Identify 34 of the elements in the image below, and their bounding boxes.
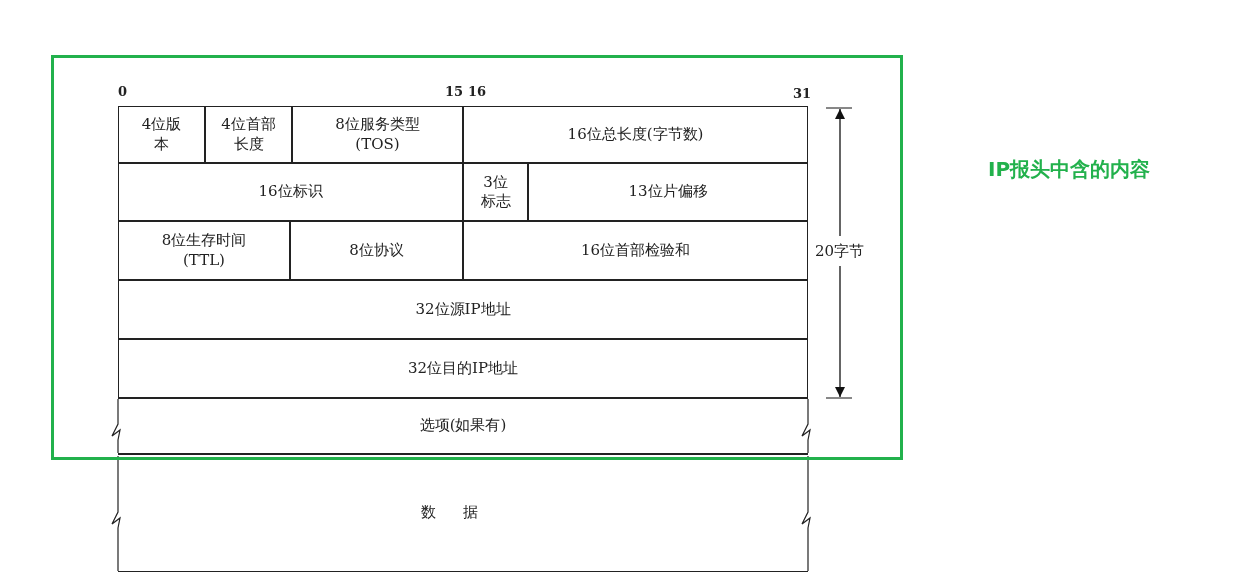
field-label: 8位生存时间(TTL): [160, 231, 248, 270]
field-label: 16位标识: [258, 182, 323, 202]
bit-number: 0: [118, 84, 128, 99]
annotation-text: IP报头中含的内容: [988, 156, 1152, 183]
header-field-cell: [290, 221, 463, 280]
header-field-cell: [118, 221, 290, 280]
field-label: 16位首部检验和: [580, 240, 691, 261]
header-field-cell: [118, 398, 808, 454]
header-field-cell: [463, 163, 528, 221]
field-label: 4位首部长度: [220, 115, 277, 154]
field-label: 32位源IP地址: [415, 299, 511, 320]
field-label: 13位片偏移: [628, 182, 708, 202]
header-field-cell: [528, 163, 808, 221]
field-label: 8位协议: [349, 240, 404, 261]
header-field-cell: [118, 280, 808, 339]
header-field-cell: [118, 454, 808, 572]
header-field-cell: [292, 106, 463, 163]
field-label: 32位目的IP地址: [407, 358, 519, 379]
field-label: 8位服务类型(TOS): [334, 115, 421, 154]
header-field-cell: [118, 163, 463, 221]
field-label: 16位总长度(字节数): [567, 124, 704, 145]
header-field-cell: [118, 339, 808, 398]
header-field-cell: [463, 106, 808, 163]
header-field-cell: [118, 106, 205, 163]
field-label: 3位标志: [479, 172, 512, 212]
field-label: 数据: [421, 503, 505, 523]
bit-number: 16: [468, 84, 487, 99]
bit-number: 15: [445, 84, 464, 99]
dimension-label: 20字节: [815, 242, 865, 261]
header-field-cell: [205, 106, 292, 163]
field-label: 选项(如果有): [419, 416, 507, 436]
header-field-cell: [463, 221, 808, 280]
bit-number: 31: [793, 86, 812, 101]
field-label: 4位版本: [141, 115, 182, 154]
